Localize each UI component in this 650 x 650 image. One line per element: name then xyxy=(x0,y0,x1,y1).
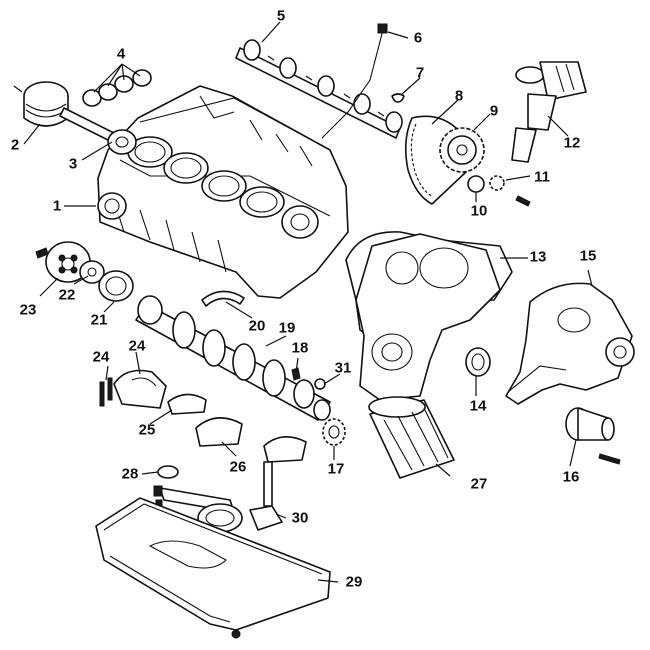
callout-25: 25 xyxy=(138,421,156,439)
flywheel xyxy=(45,241,91,283)
crankshaft-sprocket xyxy=(467,175,485,193)
callout-21: 21 xyxy=(90,311,108,329)
callout-28: 28 xyxy=(121,465,139,483)
main-bearing-cap xyxy=(167,393,207,415)
callout-8: 8 xyxy=(454,87,464,105)
connecting-rod xyxy=(59,107,137,155)
callout-10: 10 xyxy=(470,202,488,220)
flywheel-bolt xyxy=(35,247,49,259)
woodruff-key xyxy=(391,93,405,103)
callout-5: 5 xyxy=(276,7,286,25)
callout-3: 3 xyxy=(68,155,78,173)
callout-30: 30 xyxy=(291,509,309,527)
callout-9: 9 xyxy=(489,102,499,120)
callout-7: 7 xyxy=(415,64,425,82)
block-plug xyxy=(314,378,326,390)
callout-13: 13 xyxy=(529,248,547,266)
callout-15: 15 xyxy=(579,247,597,265)
callout-22: 22 xyxy=(58,286,76,304)
pulley-hub xyxy=(565,407,615,441)
crank-gear xyxy=(322,418,346,446)
main-bearing-shells xyxy=(82,69,152,107)
callout-24: 24 xyxy=(92,348,110,366)
rear-oil-seal xyxy=(98,270,134,302)
thrust-bearing xyxy=(201,290,245,307)
distributor xyxy=(511,61,587,163)
engine-block xyxy=(97,85,349,299)
sprocket-washer xyxy=(489,175,505,191)
pickup-gasket xyxy=(157,465,179,479)
sprocket-bolt xyxy=(515,195,531,207)
callout-6: 6 xyxy=(413,29,423,47)
piston xyxy=(13,81,69,127)
callout-4: 4 xyxy=(116,45,126,63)
oil-pan xyxy=(95,497,331,639)
callout-27: 27 xyxy=(470,475,488,493)
callout-14: 14 xyxy=(469,397,487,415)
dipstick-tube xyxy=(321,23,388,139)
callout-26: 26 xyxy=(229,458,247,476)
oil-filter xyxy=(368,396,455,479)
hub-bolt xyxy=(598,453,621,465)
rear-main-bearing-cap xyxy=(99,369,167,409)
callout-24b: 24 xyxy=(128,337,146,355)
oil-pump xyxy=(249,461,283,531)
callout-20: 20 xyxy=(248,317,266,335)
callout-11: 11 xyxy=(534,168,550,186)
crankshaft xyxy=(135,295,331,421)
camshaft xyxy=(235,39,403,139)
callout-18: 18 xyxy=(291,339,309,357)
callout-1: 1 xyxy=(52,197,62,215)
main-bearing-caps xyxy=(195,417,307,463)
callout-23: 23 xyxy=(19,301,37,319)
callout-29: 29 xyxy=(345,573,363,591)
camshaft-sprocket xyxy=(439,127,485,173)
callout-2: 2 xyxy=(10,136,20,154)
water-pump xyxy=(505,282,635,405)
front-oil-seal xyxy=(465,347,491,377)
callout-31: 31 xyxy=(334,359,352,377)
callout-17: 17 xyxy=(327,460,345,478)
leader-lines xyxy=(23,21,593,583)
callout-16: 16 xyxy=(562,468,580,486)
timing-cover xyxy=(355,233,501,401)
callout-19: 19 xyxy=(278,319,296,337)
callout-12: 12 xyxy=(563,134,581,152)
